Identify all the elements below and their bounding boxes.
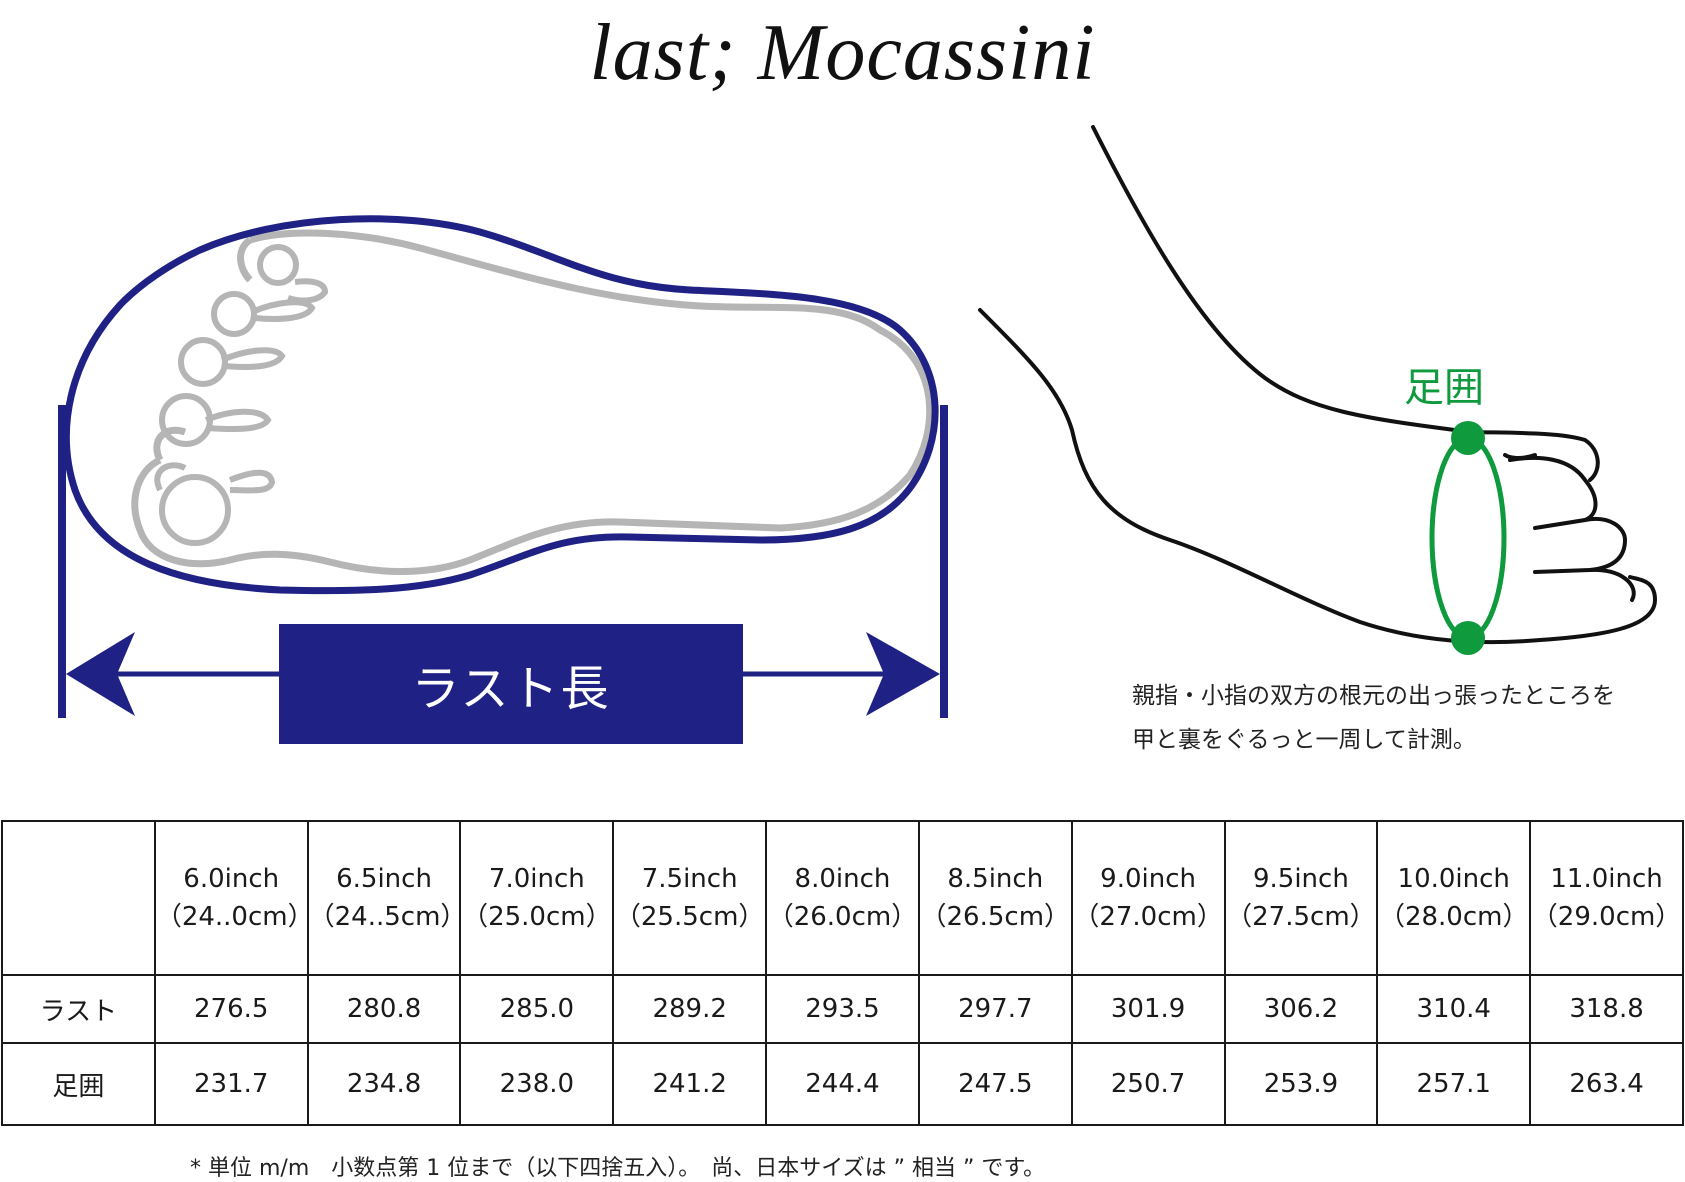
table-cell: 293.5 [765, 974, 920, 1044]
size-inch: 7.0inch [488, 864, 585, 894]
last-label-box [279, 624, 743, 744]
size-inch: 9.0inch [1100, 864, 1196, 894]
table-cell: 231.7 [153, 1042, 309, 1126]
last-outline [62, 215, 939, 595]
left-arrowhead [66, 632, 135, 716]
size-header-cell: 7.5inch （25.5cm） [612, 820, 768, 976]
size-cm: （24..0cm） [155, 902, 314, 932]
table-cell: 241.2 [612, 1042, 768, 1126]
size-header-cell: 9.0inch （27.0cm） [1070, 820, 1226, 976]
row-label: ラスト [1, 974, 156, 1044]
right-arrowhead [866, 632, 940, 716]
size-header-cell: 6.5inch （24..5cm） [306, 820, 467, 976]
size-inch: 6.5inch [336, 864, 432, 894]
table-cell: 297.7 [917, 974, 1073, 1044]
table-cell: 247.5 [917, 1042, 1073, 1126]
size-inch: 8.5inch [947, 864, 1044, 894]
table-cell: 263.4 [1529, 1042, 1684, 1126]
table-cell: 301.9 [1070, 974, 1226, 1044]
table-cell: 253.9 [1223, 1042, 1379, 1126]
page-title: last; Mocassini [589, 9, 1096, 97]
girth-bottom-dot [1451, 621, 1485, 655]
toe3-ring [178, 337, 228, 387]
size-inch: 11.0inch [1550, 864, 1663, 894]
table-cell: 276.5 [153, 974, 309, 1044]
size-cm: （29.0cm） [1531, 902, 1682, 932]
foot-outline [131, 229, 934, 575]
toe2-ring [159, 393, 213, 447]
size-inch: 7.5inch [641, 864, 738, 894]
table-row-girth: 足囲 231.7 234.8 238.0 241.2 244.4 247.5 2… [1, 1042, 1684, 1126]
size-cm: （26.0cm） [767, 902, 918, 932]
table-header-row: 6.0inch （24..0cm） 6.5inch （24..5cm） 7.0inc… [1, 820, 1684, 976]
table-cell: 310.4 [1376, 974, 1532, 1044]
footnote: * 単位 m/m 小数点第 1 位まで（以下四捨五入）。 尚、日本サイズは ” … [190, 1156, 1046, 1181]
girth-label: 足囲 [1404, 365, 1484, 411]
size-cm: （25.0cm） [462, 902, 612, 932]
size-cm: （24..5cm） [308, 902, 467, 932]
table-cell: 234.8 [306, 1042, 462, 1126]
size-cm: （28.0cm） [1378, 902, 1529, 932]
girth-top-dot [1451, 421, 1485, 455]
size-inch: 9.5inch [1252, 864, 1349, 894]
size-header-cell: 9.5inch （27.5cm） [1223, 820, 1379, 976]
row-label: 足囲 [1, 1042, 156, 1126]
toe5-ring [257, 244, 299, 286]
size-cm: （27.5cm） [1226, 902, 1376, 932]
side-foot [978, 125, 1658, 645]
size-inch: 8.0inch [794, 864, 891, 894]
table-cell: 318.8 [1529, 974, 1684, 1044]
girth-loop [1429, 435, 1507, 641]
measure-note-line1: 親指・小指の双方の根元の出っ張ったところを [1132, 683, 1615, 709]
table-cell: 285.0 [459, 974, 615, 1044]
size-header-cell: 8.5inch （26.5cm） [917, 820, 1073, 976]
table-cell: 244.4 [765, 1042, 920, 1126]
size-table: 6.0inch （24..0cm） 6.5inch （24..5cm） 7.0inc… [1, 820, 1684, 1126]
size-header-cell: 7.0inch （25.0cm） [459, 820, 615, 976]
table-cell: 280.8 [306, 974, 462, 1044]
table-cell: 257.1 [1376, 1042, 1532, 1126]
size-cm: （26.5cm） [920, 902, 1071, 932]
size-header-cell: 8.0inch （26.0cm） [765, 820, 920, 976]
toe-group [154, 244, 329, 546]
size-cm: （25.5cm） [614, 902, 765, 932]
size-header-cell: 10.0inch （28.0cm） [1376, 820, 1532, 976]
table-cell: 306.2 [1223, 974, 1379, 1044]
table-cell: 289.2 [612, 974, 768, 1044]
last-length-label: ラスト長 [411, 661, 611, 717]
big-toe-ring [159, 474, 231, 546]
measure-note-line2: 甲と裏をぐるっと一周して計測。 [1132, 727, 1476, 753]
table-row-last: ラスト 276.5 280.8 285.0 289.2 293.5 297.7 … [1, 974, 1684, 1044]
table-cell: 250.7 [1070, 1042, 1226, 1126]
toe4-ring [211, 291, 257, 337]
last-diagram [58, 125, 1658, 744]
size-cm: （27.0cm） [1073, 902, 1223, 932]
size-header-cell: 11.0inch （29.0cm） [1529, 820, 1684, 976]
size-inch: 6.0inch [183, 864, 280, 894]
table-corner-cell [1, 820, 156, 976]
table-cell: 238.0 [459, 1042, 615, 1126]
size-header-cell: 6.0inch （24..0cm） [153, 820, 314, 976]
size-inch: 10.0inch [1397, 864, 1510, 894]
